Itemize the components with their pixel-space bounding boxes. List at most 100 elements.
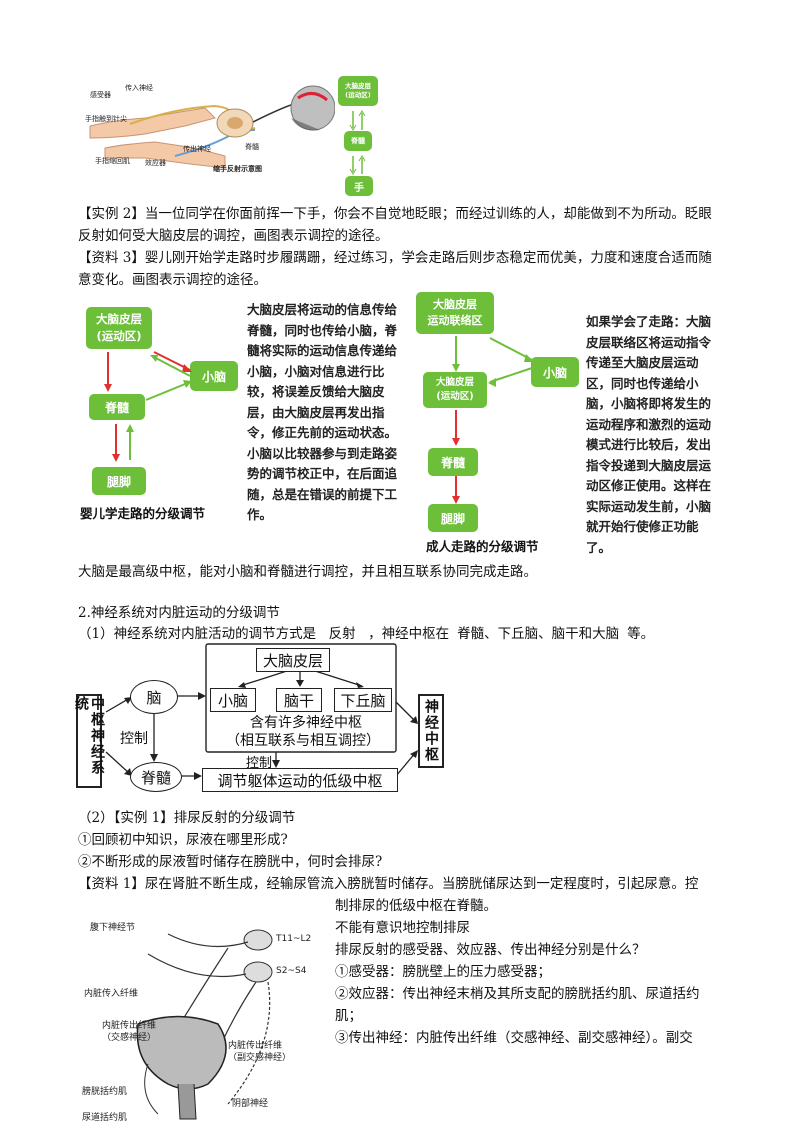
bladder-eff2-sub: （副交感神经） bbox=[228, 1053, 292, 1063]
adult-cortex-label: 大脑皮层 bbox=[435, 377, 474, 388]
cns-left-box: 中枢神经系统 bbox=[73, 694, 105, 788]
bladder-ganglion: 腹下神经节 bbox=[90, 923, 136, 933]
cns-left-label: 中枢神经系统 bbox=[73, 696, 105, 776]
baby-cortex-box: 大脑皮层 (运动区) bbox=[86, 307, 152, 349]
bladder-afferent: 内脏传入纤维 bbox=[84, 989, 139, 999]
urine-q: 排尿反射的感受器、效应器、传出神经分别是什么？ bbox=[335, 942, 646, 958]
cns-control1: 控制 bbox=[120, 731, 148, 747]
cns-brainstem-label: 脑干 bbox=[283, 691, 314, 710]
bladder-illustration bbox=[136, 929, 273, 1120]
cns-hypothalamus-box: 下丘脑 bbox=[334, 688, 392, 712]
reflex-caption: 缩手反射示意图 bbox=[213, 165, 262, 173]
reflex-figure: 感受器 传入神经 手指触到针尖 手指缩回肌 效应器 传出神经 脊髓 缩手反射示意… bbox=[85, 78, 336, 176]
cns-group-line1: 含有许多神经中枢 bbox=[250, 715, 362, 731]
flow-cortex-box: 大脑皮层 (运动区) bbox=[338, 76, 378, 106]
label-efferent: 传出神经 bbox=[183, 145, 211, 153]
bladder-eff1: 内脏传出纤维 bbox=[102, 1021, 157, 1031]
cns-cerebellum-box: 小脑 bbox=[210, 688, 256, 712]
adult-caption: 成人走路的分级调节 bbox=[426, 539, 539, 554]
q1-suffix: 等。 bbox=[627, 626, 655, 642]
flow-spinal-box: 脊髓 bbox=[344, 131, 372, 151]
flow-spinal-label: 脊髓 bbox=[351, 137, 365, 145]
baby-cortex-label: 大脑皮层 bbox=[96, 312, 142, 326]
cns-brain-label: 脑 bbox=[146, 688, 162, 707]
cns-spinal-label: 脊髓 bbox=[140, 768, 171, 787]
label-afferent: 传入神经 bbox=[125, 84, 153, 92]
bladder-s2: S2~S4 bbox=[276, 966, 307, 976]
bladder-figure: 腹下神经节 T11~L2 S2~S4 内脏传入纤维 内脏传出纤维 （交感神经） … bbox=[78, 914, 330, 1128]
baby-leg-box: 腿脚 bbox=[92, 467, 146, 495]
adult-cortex-box: 大脑皮层 (运动区) bbox=[423, 372, 487, 408]
baby-spinal-box: 脊髓 bbox=[89, 394, 145, 420]
cns-hypothalamus-label: 下丘脑 bbox=[340, 691, 386, 710]
reflex-illustration bbox=[89, 85, 336, 169]
adult-assoc-label: 大脑皮层 bbox=[433, 298, 477, 311]
adult-note: 如果学会了走路：大脑皮层联络区将运动指令传递至大脑皮层运动区，同时也传递给小脑，… bbox=[586, 314, 712, 555]
adult-leg-label: 腿脚 bbox=[440, 511, 465, 526]
baby-caption: 婴儿学走路的分级调节 bbox=[80, 506, 206, 521]
cns-low-center-box: 调节躯体运动的低级中枢 bbox=[202, 768, 398, 792]
flow-arrows bbox=[349, 110, 366, 175]
cns-cortex-label: 大脑皮层 bbox=[262, 651, 323, 670]
urine-a3: ③传出神经：内脏传出纤维（交感神经、副交感神经）。副交 bbox=[335, 1030, 693, 1046]
cns-low-center-label: 调节躯体运动的低级中枢 bbox=[217, 771, 383, 790]
para-example2: 【实例 2】当一位同学在你面前挥一下手，你会不自觉地眨眼；而经过训练的人，却能做… bbox=[78, 206, 712, 244]
baby-cortex-sub: (运动区) bbox=[96, 329, 142, 343]
baby-cerebellum-box: 小脑 bbox=[190, 361, 238, 391]
label-effector: 手指缩回肌 bbox=[95, 157, 130, 165]
q1-prefix: （1）神经系统对内脏活动的调节方式是 bbox=[78, 626, 317, 642]
section2-title: 2.神经系统对内脏运动的分级调节 bbox=[78, 605, 280, 621]
baby-spinal-label: 脊髓 bbox=[104, 400, 129, 415]
label-effector2: 效应器 bbox=[145, 159, 166, 167]
adult-arrows bbox=[452, 336, 534, 504]
cns-brainstem-box: 脑干 bbox=[276, 688, 322, 712]
material1-cont: 制排尿的低级中枢在脊髓。 bbox=[335, 898, 497, 914]
baby-leg-label: 腿脚 bbox=[106, 474, 131, 489]
bladder-urethra: 尿道括约肌 bbox=[82, 1113, 128, 1123]
label-receptor: 感受器 bbox=[90, 91, 111, 99]
urine-a2: ②效应器：传出神经末梢及其所支配的膀胱括约肌、尿道括约 bbox=[335, 986, 700, 1002]
label-stimulus: 手指触到针尖 bbox=[85, 115, 127, 123]
q2-item1: ①回顾初中知识，尿液在哪里形成? bbox=[78, 832, 288, 848]
cns-spinal-oval: 脊髓 bbox=[130, 762, 182, 792]
q1-answer1: 反射 bbox=[328, 626, 356, 642]
flow-hand-label: 手 bbox=[354, 182, 364, 194]
urine-a2-cont: 肌； bbox=[335, 1008, 362, 1024]
bladder-eff1-sub: （交感神经） bbox=[102, 1033, 157, 1043]
para-material3: 【资料 3】婴儿刚开始学走路时步履蹒跚，经过练习，学会走路后则步态稳定而优美，力… bbox=[78, 250, 712, 288]
bladder-sphincter: 膀胱括约肌 bbox=[82, 1087, 128, 1097]
cns-right-label: 神经中枢 bbox=[423, 699, 439, 763]
label-spinal: 脊髓 bbox=[245, 143, 259, 151]
q2-item2: ②不断形成的尿液暂时储存在膀胱中，何时会排尿? bbox=[78, 854, 383, 870]
adult-cerebellum-label: 小脑 bbox=[542, 365, 567, 380]
bladder-eff2: 内脏传出纤维 bbox=[228, 1041, 283, 1051]
cns-right-box: 神经中枢 bbox=[418, 694, 444, 768]
baby-cerebellum-label: 小脑 bbox=[201, 369, 226, 384]
flow-cortex-label: 大脑皮层 bbox=[345, 82, 371, 90]
cns-control2: 控制 bbox=[246, 756, 273, 771]
cns-brain-oval: 脑 bbox=[130, 680, 178, 714]
flow-hand-box: 手 bbox=[345, 176, 373, 196]
bladder-t11: T11~L2 bbox=[276, 934, 312, 944]
baby-note: 大脑皮层将运动的信息传给脊髓，同时也传给小脑，脊髓将实际的运动信息传递给小脑，小… bbox=[247, 302, 398, 522]
q1-mid: ，神经中枢在 bbox=[368, 626, 450, 642]
q1-answer2: 脊髓、下丘脑、脑干和大脑 bbox=[457, 626, 620, 642]
cns-group-line2: （相互联系与相互调控） bbox=[226, 733, 380, 749]
adult-cortex-sub: (运动区) bbox=[436, 391, 474, 402]
urine-a1: ①感受器：膀胱壁上的压力感受器； bbox=[335, 964, 551, 980]
q1-line: （1）神经系统对内脏活动的调节方式是反射 ，神经中枢在脊髓、下丘脑、脑干和大脑等。 bbox=[78, 623, 738, 645]
cns-diagram: 中枢神经系统 脑 控制 脊髓 大脑皮层 小脑 脑干 下丘脑 含有许多神经中枢 （… bbox=[73, 642, 446, 792]
q2-title: （2）【实例 1】排尿反射的分级调节 bbox=[78, 810, 296, 826]
adult-assoc-sub: 运动联络区 bbox=[427, 314, 483, 327]
cns-cerebellum-label: 小脑 bbox=[217, 691, 248, 710]
material1: 【资料 1】尿在肾脏不断生成，经输尿管流入膀胱暂时储存。当膀胱储尿达到一定程度时… bbox=[78, 876, 699, 892]
bladder-pudendal: 阴部神经 bbox=[232, 1099, 269, 1109]
para-summary: 大脑是最高级中枢，能对小脑和脊髓进行调控，并且相互联系协同完成走路。 bbox=[78, 564, 537, 580]
adult-leg-box: 腿脚 bbox=[428, 504, 478, 532]
cns-cortex-box: 大脑皮层 bbox=[256, 648, 330, 672]
baby-arrows bbox=[104, 351, 192, 462]
flow-cortex-sub: (运动区) bbox=[345, 91, 371, 99]
adult-spinal-label: 脊髓 bbox=[440, 455, 465, 470]
adult-spinal-box: 脊髓 bbox=[428, 448, 478, 476]
urine-note1: 不能有意识地控制排尿 bbox=[335, 920, 470, 936]
